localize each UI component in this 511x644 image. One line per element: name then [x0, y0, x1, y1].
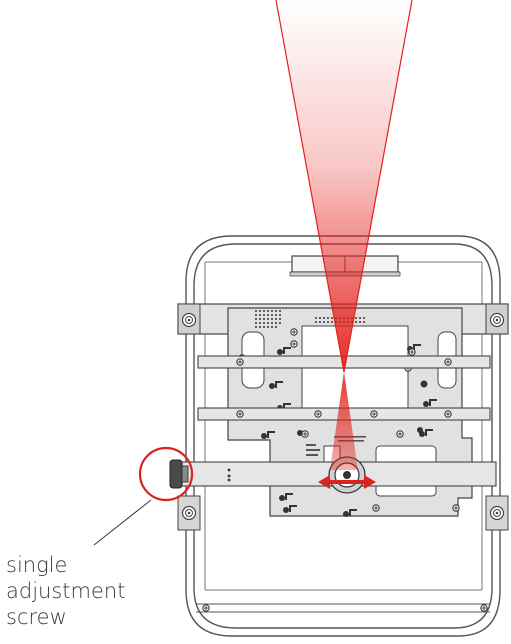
adjustment-screw-knob	[169, 459, 189, 489]
callout-line-3: screw	[6, 605, 67, 629]
callout-marker	[93, 446, 194, 546]
callout-line-2: adjustment	[6, 579, 126, 603]
callout-line-1: single	[6, 553, 68, 577]
lower-brackets	[177, 495, 509, 531]
light-beam	[275, 0, 413, 470]
callout-label: single adjustment screw	[6, 552, 166, 630]
double-arrow	[318, 475, 376, 489]
